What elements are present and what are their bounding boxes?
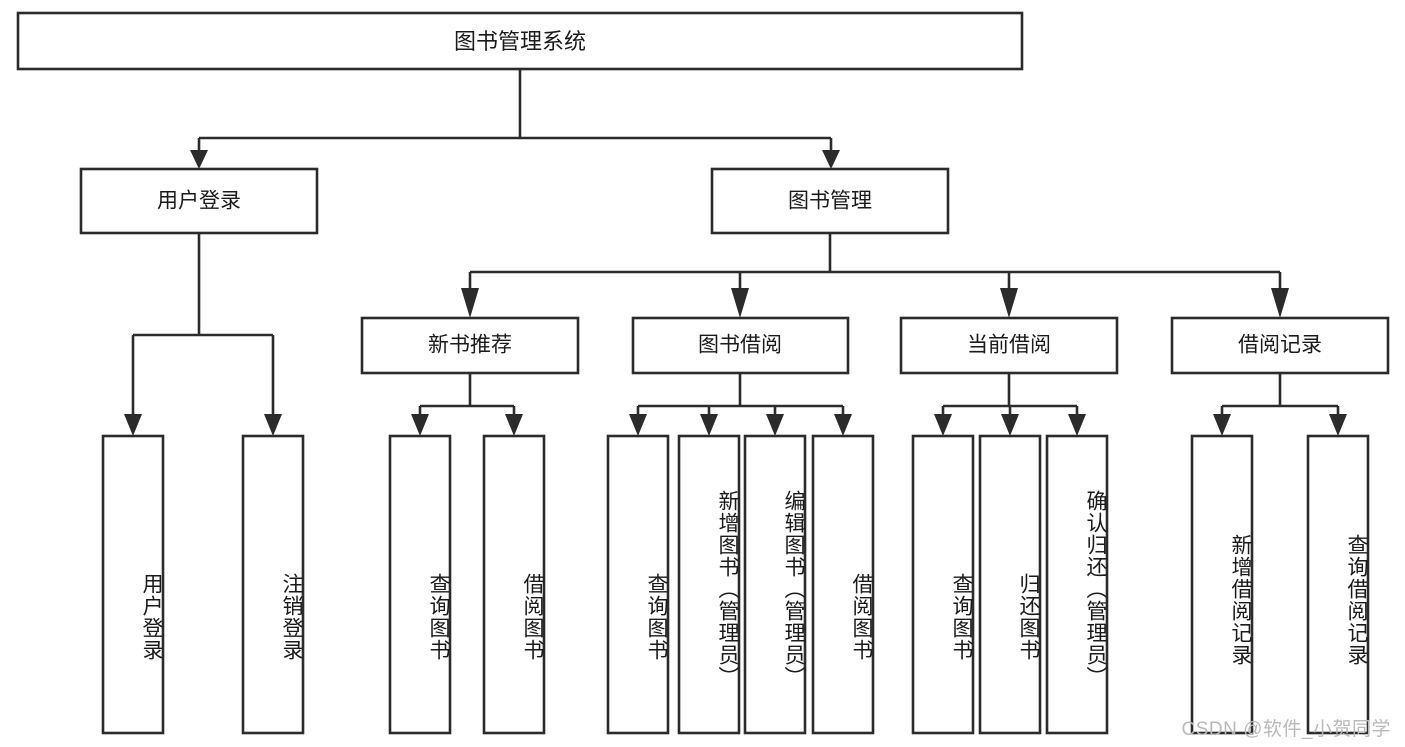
arrowhead-book-borrow-leaf-4 [834, 414, 852, 436]
leaf-box-current-borrow-1[interactable] [911, 434, 975, 735]
leaf-box-book-borrow-3[interactable] [743, 434, 807, 735]
leaf-box-new-book-2[interactable] [482, 434, 546, 735]
node-user-login-label: 用户登录 [157, 190, 241, 213]
node-new-book-recommend-label: 新书推荐 [428, 334, 512, 357]
node-root-label: 图书管理系统 [454, 29, 586, 54]
leaf-box-book-borrow-4[interactable] [811, 434, 875, 735]
node-current-borrow[interactable]: 当前借阅 [899, 316, 1119, 375]
leaf-box-current-borrow-2[interactable] [978, 434, 1042, 735]
node-borrow-record[interactable]: 借阅记录 [1170, 316, 1390, 375]
leaf-box-user-login-2[interactable] [241, 434, 305, 735]
arrowhead-user-login-leaf-1 [124, 414, 142, 436]
node-current-borrow-label: 当前借阅 [967, 334, 1051, 357]
node-borrow-record-label: 借阅记录 [1238, 334, 1322, 357]
node-book-borrow-label: 图书借阅 [698, 334, 782, 357]
arrowhead-to-current-borrow [1000, 288, 1018, 318]
arrowhead-to-book-manage [822, 150, 840, 169]
csdn-watermark: CSDN @软件_小贺同学 [1181, 719, 1391, 740]
node-new-book-recommend[interactable]: 新书推荐 [360, 316, 580, 375]
node-book-manage-label: 图书管理 [788, 190, 872, 213]
leaf-box-user-login-1[interactable] [101, 434, 165, 735]
node-book-manage[interactable]: 图书管理 [710, 167, 950, 235]
leaf-box-new-book-1[interactable] [388, 434, 452, 735]
arrowhead-current-borrow-leaf-2 [1001, 414, 1019, 436]
node-book-manage-box[interactable] [710, 167, 950, 235]
node-user-login[interactable]: 用户登录 [79, 167, 319, 235]
arrowhead-user-login-leaf-2 [264, 414, 282, 436]
node-borrow-record-box[interactable] [1170, 316, 1390, 375]
leaf-box-borrow-record-1[interactable] [1190, 434, 1254, 735]
leaf-box-book-borrow-1[interactable] [606, 434, 670, 735]
arrowhead-new-book-leaf-1 [411, 414, 429, 436]
arrowhead-to-user-login [190, 150, 208, 169]
node-book-borrow[interactable]: 图书借阅 [631, 316, 850, 375]
arrowhead-to-book-borrow [731, 288, 749, 318]
arrowhead-book-borrow-leaf-2 [700, 414, 718, 436]
leaf-box-borrow-record-2[interactable] [1306, 434, 1370, 735]
arrowhead-book-borrow-leaf-3 [766, 414, 784, 436]
node-book-borrow-box[interactable] [631, 316, 850, 375]
arrowhead-to-new-book [461, 288, 479, 318]
node-root[interactable]: 图书管理系统 [16, 11, 1024, 71]
arrowhead-book-borrow-leaf-1 [629, 414, 647, 436]
node-current-borrow-box[interactable] [899, 316, 1119, 375]
arrowhead-current-borrow-leaf-1 [934, 414, 952, 436]
node-new-book-recommend-box[interactable] [360, 316, 580, 375]
leaf-box-current-borrow-3[interactable] [1045, 434, 1109, 735]
arrowhead-borrow-record-leaf-1 [1213, 414, 1231, 436]
arrowhead-to-borrow-record [1271, 288, 1289, 318]
node-root-box[interactable] [16, 11, 1024, 71]
arrowhead-borrow-record-leaf-2 [1329, 414, 1347, 436]
arrowhead-current-borrow-leaf-3 [1068, 414, 1086, 436]
leaf-box-book-borrow-2[interactable] [677, 434, 741, 735]
arrowhead-new-book-leaf-2 [505, 414, 523, 436]
